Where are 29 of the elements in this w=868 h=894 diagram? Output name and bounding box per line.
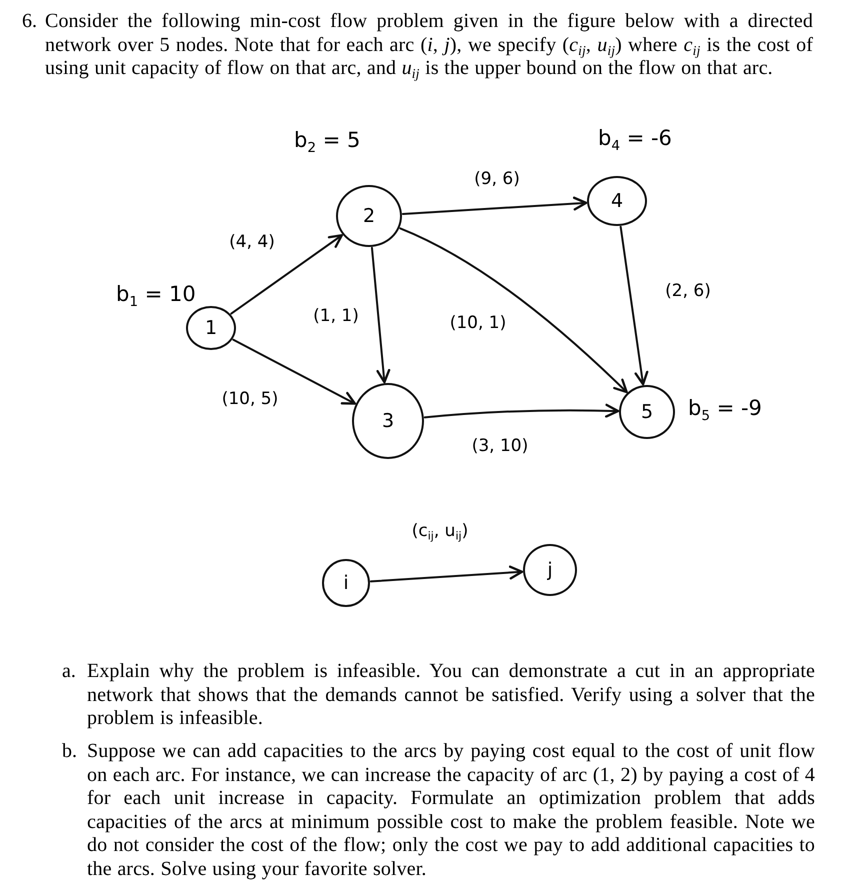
supply-label: b$_{5}$ = -9 (688, 396, 762, 422)
question-text: Consider the following min-cost flow problem given in the figure below with a directed network over 5 nodes. Note that for each arc (i, j), we specify (c$_{ij}$, u$_{ij}$) where c$_{ij}$ is the cost of using unit capacity of flow on that arc, and u$_{ij}$ is the upper bound on the flow on that arc. (45, 10, 813, 80)
arrow (424, 404, 620, 418)
node-label: i (343, 574, 349, 592)
node-label: j (547, 560, 553, 580)
supply-label: b$_{4}$ = -6 (598, 126, 672, 152)
node-label: 1 (204, 318, 218, 338)
item-number: a. (62, 660, 76, 684)
arrow (370, 566, 524, 582)
supply-label: b$_{2}$ = 5 (294, 128, 360, 154)
arrow (402, 196, 588, 215)
arrow (370, 246, 390, 384)
question-text: Suppose we can add capacities to the arcs by paying cost equal to the cost of unit flow on each arc. For instance, we can increase the capacity of arc (1, 2) by paying a cost of 4 for each unit increase in capacity. Formulate an optimization problem that adds capacities of the arcs at minimum possible cost to make the problem feasible. Note we do not consider the cost of the flow; only the cost we pay to add additional capacities to the arcs. Solve using your favorite solver. (87, 740, 815, 881)
arrow (620, 226, 648, 386)
arrow (232, 338, 356, 405)
node-circle (186, 306, 236, 350)
node-label: 4 (610, 192, 624, 210)
item-number: 6. (22, 10, 37, 34)
item-number: b. (62, 740, 77, 764)
supply-label: b$_{1}$ = 10 (116, 282, 196, 308)
arrow (230, 234, 343, 315)
arrow (399, 227, 628, 394)
node-label: 2 (362, 206, 376, 226)
node-circle (619, 385, 675, 439)
node-circle (322, 559, 370, 607)
node-label: 3 (382, 412, 394, 430)
question-text: Explain why the problem is infeasible. You can demonstrate a cut in an appropriate network that shows that the demands cannot be satisfied. Verify using a solver that the problem is infeasible. (87, 660, 815, 730)
node-label: 5 (640, 402, 654, 422)
node-circle (523, 544, 577, 596)
